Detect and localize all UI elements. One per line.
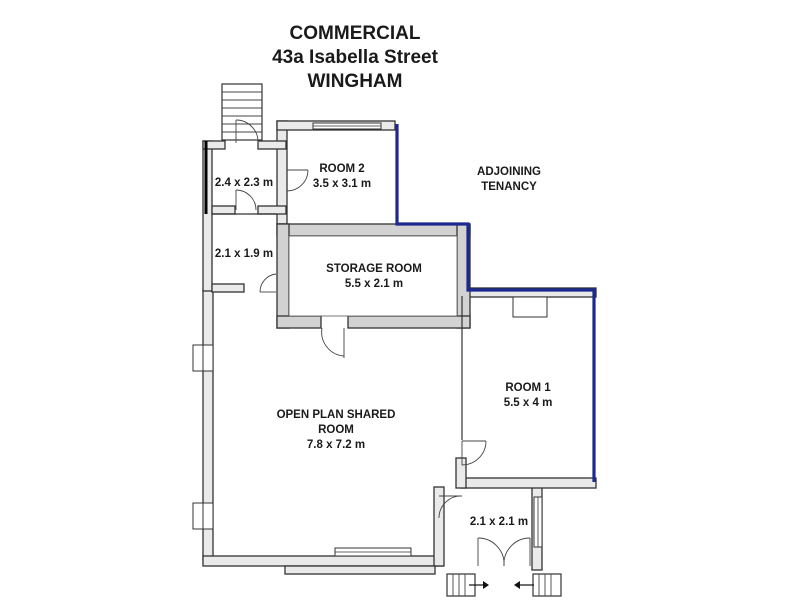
open-plan-size: 7.8 x 7.2 m (307, 439, 365, 451)
room2-size: 3.5 x 3.1 m (313, 178, 371, 190)
bottom-steps (446, 573, 562, 597)
top-stairs (221, 83, 263, 141)
room1-name: ROOM 1 (505, 382, 551, 394)
tenancy-boundary (395, 124, 596, 482)
adjoining-line-2: TENANCY (481, 181, 537, 193)
adjoining-line-1: ADJOINING (477, 166, 541, 178)
windows (192, 122, 548, 557)
open-plan-line-2: ROOM (318, 424, 354, 436)
storage-walls (276, 223, 471, 329)
entry-bottom-size: 2.1 x 2.1 m (470, 516, 528, 528)
room2-name: ROOM 2 (319, 163, 364, 175)
title-line-2: 43a Isabella Street (272, 47, 438, 68)
title-line-1: COMMERCIAL (290, 23, 421, 44)
storage-size: 5.5 x 2.1 m (345, 278, 403, 290)
room1-size: 5.5 x 4 m (504, 397, 553, 409)
entry-top-size: 2.4 x 2.3 m (215, 177, 273, 189)
hall-size: 2.1 x 1.9 m (215, 248, 273, 260)
doors (235, 119, 531, 567)
open-plan-line-1: OPEN PLAN SHARED (277, 409, 396, 421)
title-line-3: WINGHAM (308, 71, 403, 92)
storage-name: STORAGE ROOM (326, 263, 422, 275)
